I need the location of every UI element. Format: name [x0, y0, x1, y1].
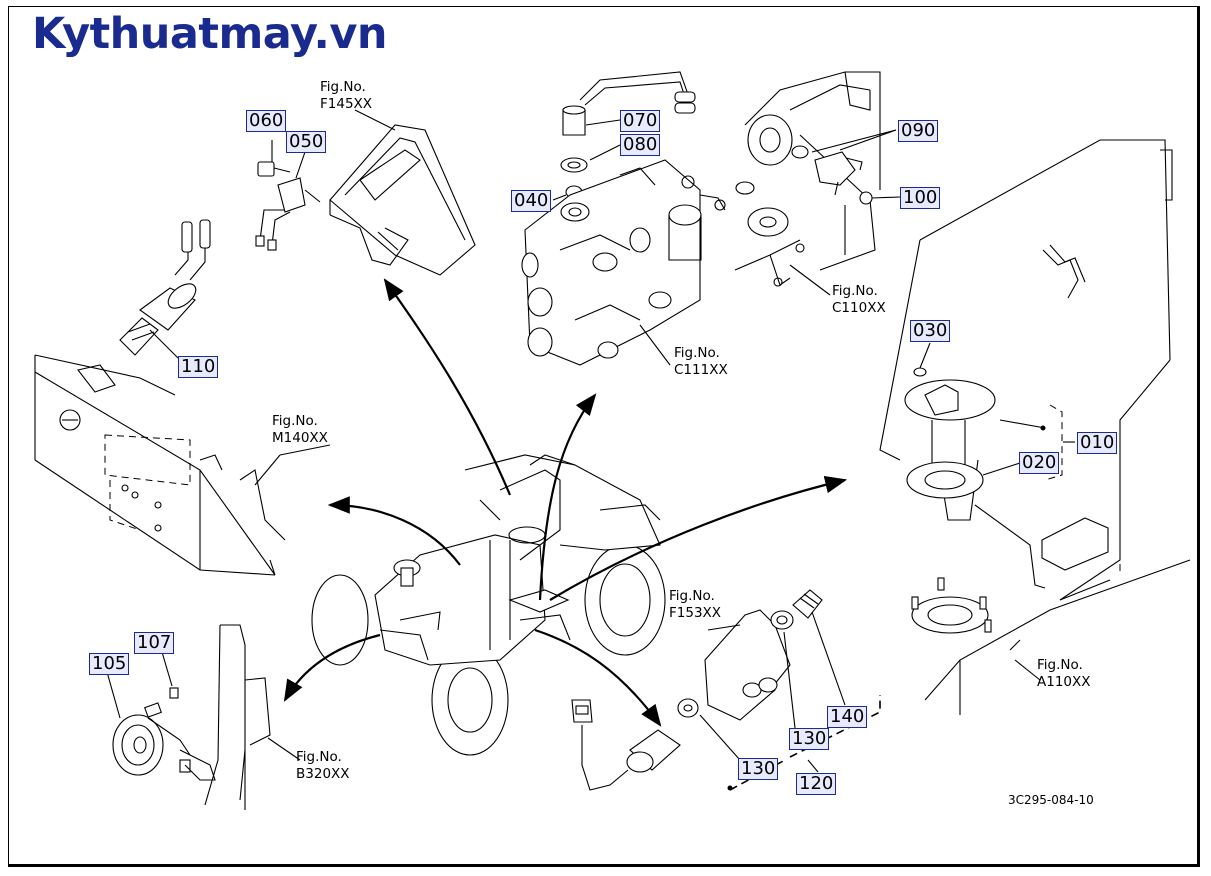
left-panel-drawing	[34, 354, 286, 576]
part-label-100[interactable]: 100	[900, 187, 941, 209]
figure-ref-f145-line2: F145XX	[320, 96, 373, 112]
figure-ref-c110-line1: Fig.No.	[832, 283, 878, 299]
part-label-140[interactable]: 140	[827, 706, 868, 728]
figure-ref-m140[interactable]: Fig.No. M140XX	[272, 413, 328, 447]
part-label-010[interactable]: 010	[1077, 432, 1118, 454]
figure-ref-b320-line1: Fig.No.	[296, 749, 342, 765]
figure-ref-c111-line1: Fig.No.	[674, 345, 720, 361]
part-label-110[interactable]: 110	[178, 356, 219, 378]
figure-ref-a110[interactable]: Fig.No. A110XX	[1037, 657, 1091, 691]
part-label-040[interactable]: 040	[511, 190, 552, 212]
figure-ref-f153-line2: F153XX	[669, 605, 722, 621]
control-valve-drawing	[521, 71, 726, 366]
solenoid-110-drawing	[119, 219, 211, 361]
figure-ref-a110-line2: A110XX	[1037, 674, 1091, 690]
part-label-070[interactable]: 070	[620, 110, 661, 132]
figure-ref-f153[interactable]: Fig.No. F153XX	[669, 588, 721, 622]
part-label-090[interactable]: 090	[898, 120, 939, 142]
figure-ref-c111-line2: C111XX	[674, 362, 728, 378]
part-label-030[interactable]: 030	[910, 320, 951, 342]
part-label-080[interactable]: 080	[620, 134, 661, 156]
brand-watermark: Kythuatmay.vn	[32, 9, 388, 59]
figure-ref-c110-line2: C110XX	[832, 300, 886, 316]
part-label-060[interactable]: 060	[246, 110, 287, 132]
figure-ref-m140-line2: M140XX	[272, 430, 328, 446]
figure-ref-f145[interactable]: Fig.No. F145XX	[320, 79, 372, 113]
figure-ref-c110[interactable]: Fig.No. C110XX	[832, 283, 886, 317]
figure-ref-f145-line1: Fig.No.	[320, 79, 366, 95]
reference-arrows	[283, 278, 848, 727]
sensor-mount-drawing	[734, 71, 881, 287]
figure-ref-b320-line2: B320XX	[296, 766, 350, 782]
part-label-050[interactable]: 050	[286, 131, 327, 153]
figure-ref-c111[interactable]: Fig.No. C111XX	[674, 345, 728, 379]
part-label-105[interactable]: 105	[89, 653, 130, 675]
switch-bracket-drawing	[255, 124, 476, 276]
diagram-frame	[8, 6, 1200, 867]
part-label-130-lower[interactable]: 130	[738, 758, 779, 780]
part-label-130-upper[interactable]: 130	[789, 728, 830, 750]
part-label-120[interactable]: 120	[796, 773, 837, 795]
fuel-tank-drawing	[879, 139, 1191, 715]
figure-ref-a110-line1: Fig.No.	[1037, 657, 1083, 673]
figure-ref-m140-line1: Fig.No.	[272, 413, 318, 429]
part-label-107[interactable]: 107	[134, 632, 175, 654]
figure-ref-b320[interactable]: Fig.No. B320XX	[296, 749, 350, 783]
figure-ref-f153-line1: Fig.No.	[669, 588, 715, 604]
leader-lines	[106, 109, 1075, 773]
tractor-drawing	[311, 454, 666, 756]
horn-drawing	[112, 624, 271, 810]
diagram-code: 3C295-084-10	[1008, 793, 1094, 807]
part-label-020[interactable]: 020	[1019, 452, 1060, 474]
